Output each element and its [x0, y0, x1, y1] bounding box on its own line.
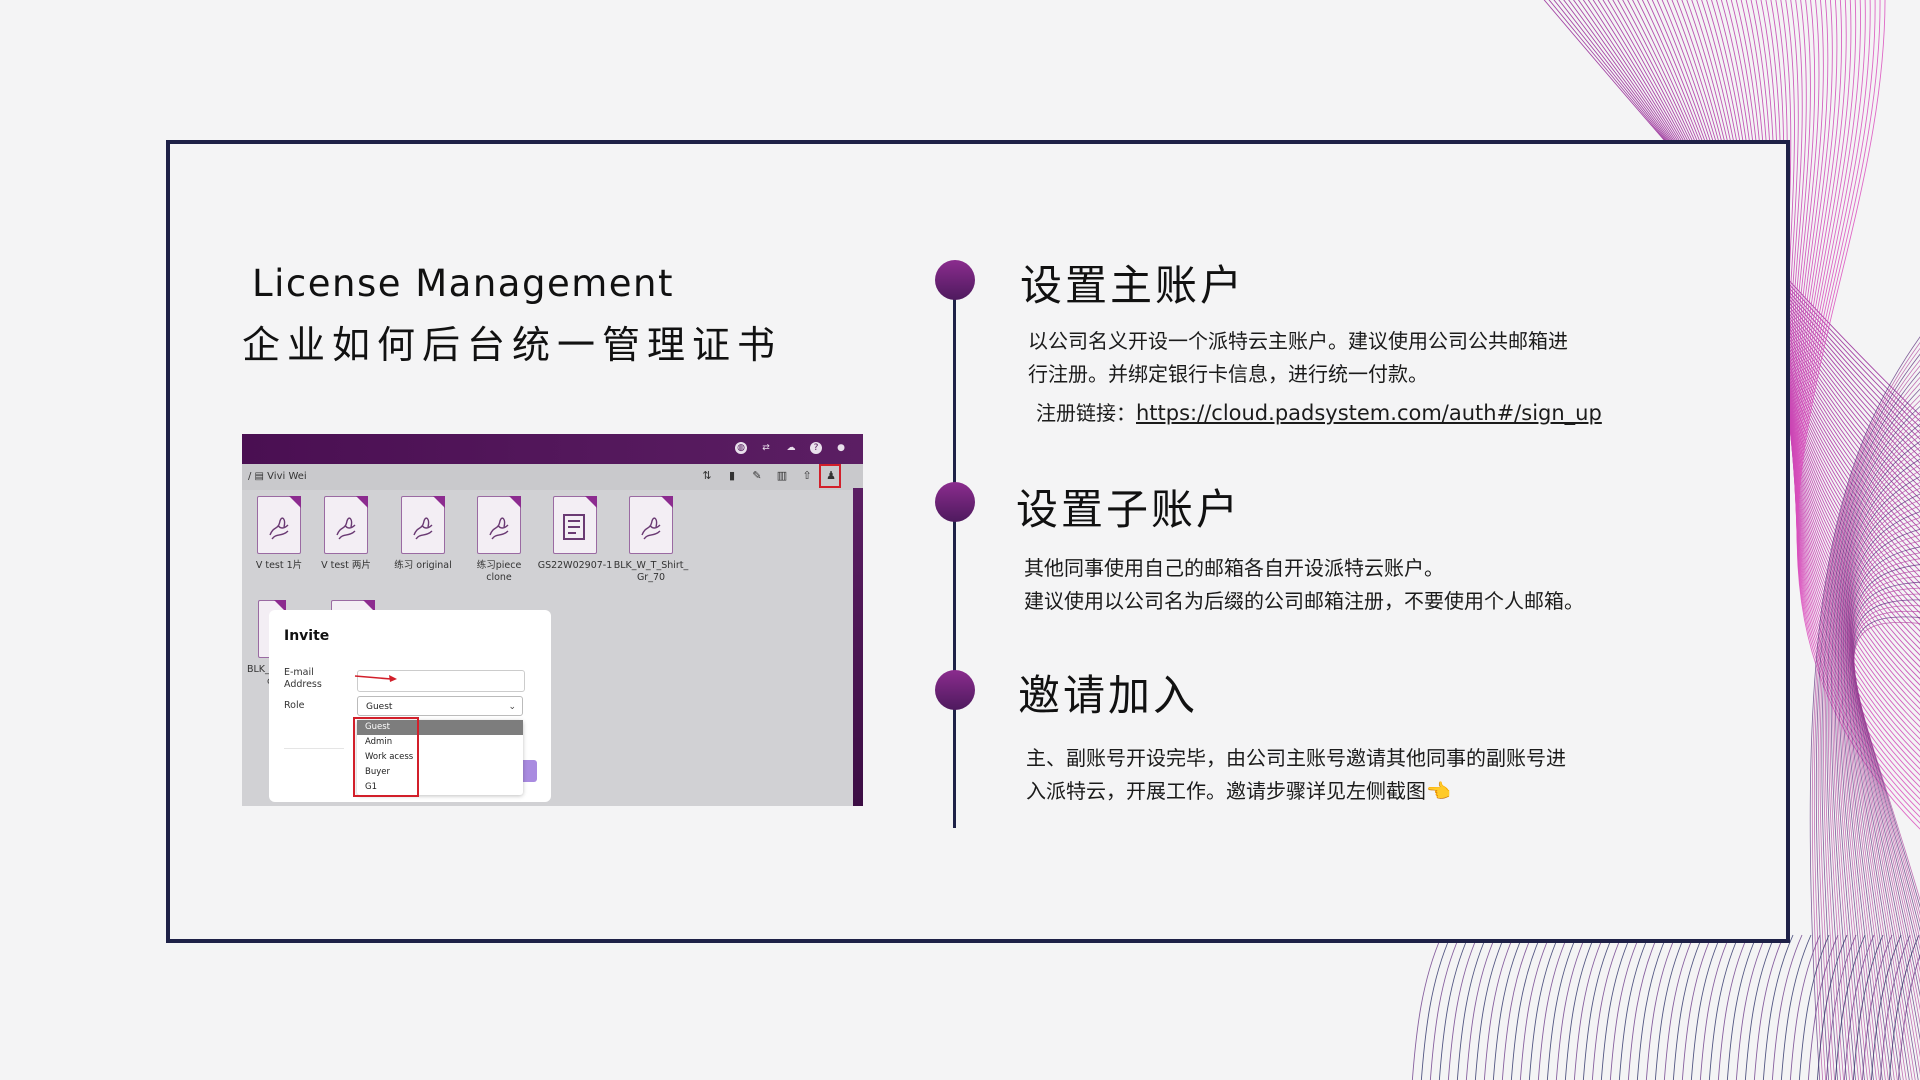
partial-file-label: BLK_: [247, 664, 270, 675]
arrow-icon: [354, 675, 397, 682]
role-label: Role: [284, 700, 305, 711]
partial-file: [242, 600, 286, 658]
invite-dialog: Invite E-mail Address Role Guest ⌄ Guest…: [269, 610, 551, 802]
role-option[interactable]: Buyer: [365, 767, 390, 777]
app-screenshot: ◍ ⇄ ☁ ? ● / ▤ Vivi Wei ⇅ ▮ ✎ ▥ ⇧ ♟ V tes…: [242, 434, 863, 806]
section-title-sub-account: 设置子账户: [1016, 485, 1242, 534]
signup-link-row: 注册链接：https://cloud.padsystem.com/auth#/s…: [1028, 397, 1602, 430]
file-item[interactable]: GS22W02907-1: [535, 496, 615, 572]
file-item[interactable]: 练习piece clone: [459, 496, 539, 584]
signup-link-label: 注册链接：: [1036, 401, 1136, 425]
role-options-highlight: [353, 717, 419, 797]
text-line: 以公司名义开设一个派特云主账户。建议使用公司公共邮箱进: [1028, 329, 1568, 353]
section-title-main-account: 设置主账户: [1020, 261, 1246, 310]
edit-icon: ✎: [752, 469, 762, 482]
role-option[interactable]: Work acess: [365, 752, 414, 762]
text-line: 行注册。并绑定银行卡信息，进行统一付款。: [1028, 362, 1428, 386]
add-user-highlight: [819, 464, 841, 488]
side-strip: [853, 488, 863, 806]
signup-link[interactable]: https://cloud.padsystem.com/auth#/sign_u…: [1136, 401, 1602, 425]
file-doc-icon: [553, 496, 597, 554]
globe-icon: ◍: [735, 442, 747, 454]
role-option[interactable]: G1: [365, 782, 377, 792]
file-doc-icon: [629, 496, 673, 554]
file-item[interactable]: V test 1片: [242, 496, 319, 572]
file-doc-icon: [257, 496, 301, 554]
file-item[interactable]: BLK_W_T_Shirt_ Gr_70: [611, 496, 691, 584]
role-option[interactable]: Admin: [365, 737, 393, 747]
file-item[interactable]: 练习 original: [383, 496, 463, 572]
section-title-invite: 邀请加入: [1018, 671, 1199, 720]
file-name: 练习 original: [394, 560, 452, 571]
role-dropdown: Guest Admin Work acess Buyer G1: [357, 720, 523, 795]
section-text-main-account: 以公司名义开设一个派特云主账户。建议使用公司公共邮箱进 行注册。并绑定银行卡信息…: [1028, 325, 1602, 430]
timeline-dot: [935, 670, 975, 710]
role-option[interactable]: Guest: [357, 720, 523, 735]
divider: [284, 748, 344, 749]
file-doc-icon: [324, 496, 368, 554]
role-selected: Guest: [366, 702, 393, 712]
file-name: GS22W02907-1: [537, 560, 613, 571]
file-item[interactable]: V test 两片: [306, 496, 386, 572]
cloud-icon: ☁: [786, 443, 796, 453]
breadcrumb: / ▤ Vivi Wei: [248, 471, 307, 482]
invite-submit-button[interactable]: [519, 760, 537, 782]
file-doc-icon: [477, 496, 521, 554]
file-name: V test 1片: [255, 560, 303, 571]
chevron-down-icon: ⌄: [508, 702, 516, 712]
title-english: License Management: [252, 262, 674, 305]
file-doc-icon: [401, 496, 445, 554]
timeline-line: [953, 280, 956, 828]
sort-icon: ⇅: [702, 469, 712, 482]
text-line: 建议使用以公司名为后缀的公司邮箱注册，不要使用个人邮箱。: [1024, 589, 1584, 613]
upload-icon: ⇧: [802, 469, 812, 482]
file-name: 练习piece clone: [476, 560, 522, 583]
swap-icon: ⇄: [762, 443, 770, 453]
help-icon: ?: [810, 442, 822, 454]
title-chinese: 企业如何后台统一管理证书: [242, 323, 783, 367]
file-name: BLK_W_T_Shirt_ Gr_70: [613, 560, 689, 583]
app-top-bar: ◍ ⇄ ☁ ? ●: [242, 434, 863, 464]
add-user-icon: ♟: [826, 469, 836, 482]
file-name: V test 两片: [321, 560, 371, 571]
timeline-dot: [935, 482, 975, 522]
delete-icon: ▥: [776, 469, 788, 482]
email-input[interactable]: [357, 670, 525, 692]
section-text-invite: 主、副账号开设完毕，由公司主账号邀请其他同事的副账号进 入派特云，开展工作。邀请…: [1026, 742, 1566, 808]
file-icon: ▮: [728, 469, 736, 482]
timeline-dot: [935, 260, 975, 300]
section-text-sub-account: 其他同事使用自己的邮箱各自开设派特云账户。 建议使用以公司名为后缀的公司邮箱注册…: [1024, 552, 1584, 618]
text-line: 主、副账号开设完毕，由公司主账号邀请其他同事的副账号进: [1026, 746, 1566, 770]
invite-title: Invite: [284, 628, 330, 644]
text-line: 其他同事使用自己的邮箱各自开设派特云账户。: [1024, 556, 1444, 580]
email-label: E-mail Address: [284, 667, 322, 690]
app-toolbar: / ▤ Vivi Wei ⇅ ▮ ✎ ▥ ⇧ ♟: [242, 464, 863, 490]
user-icon: ●: [837, 443, 845, 453]
text-line: 入派特云，开展工作。邀请步骤详见左侧截图👈: [1026, 779, 1451, 803]
role-select[interactable]: Guest ⌄: [357, 696, 523, 716]
